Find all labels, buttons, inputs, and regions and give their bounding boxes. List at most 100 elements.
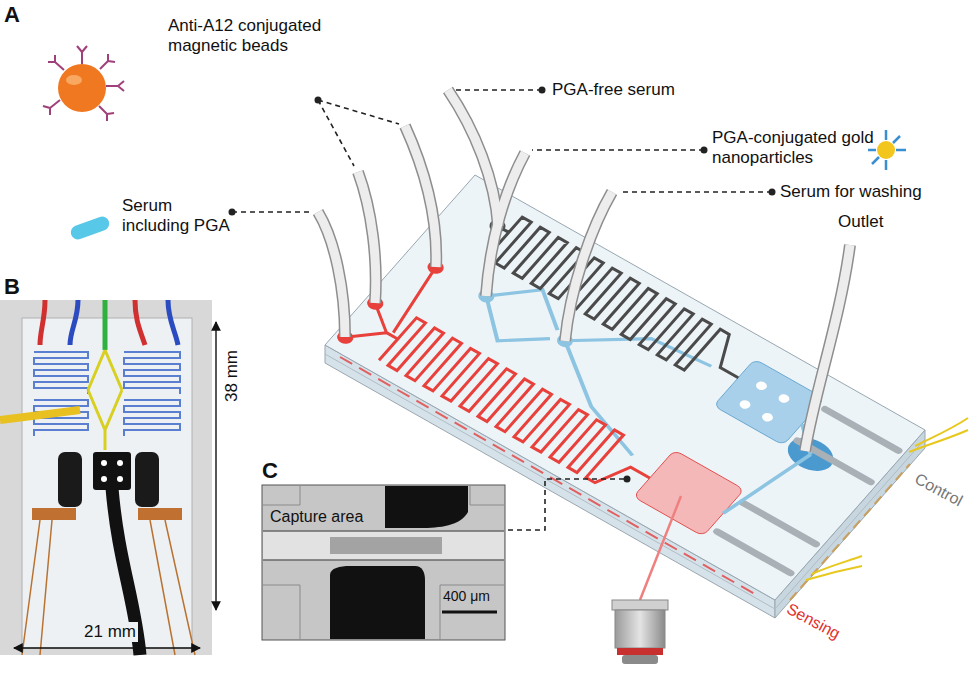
leader-dots [539, 87, 546, 94]
chip-photo [168, 300, 178, 345]
chip-photo [40, 300, 178, 350]
tubing [805, 245, 850, 451]
region-label: Capture area [268, 508, 365, 527]
tubing [405, 126, 436, 267]
callout-label: Outlet [838, 212, 883, 232]
magnetic-bead-icon [48, 55, 64, 70]
chip-photo [58, 452, 82, 507]
leader-dots [701, 147, 708, 154]
magnetic-bead-icon [106, 81, 124, 91]
pga-molecule-icon [69, 215, 111, 242]
callout-label: PGA-free serum [552, 80, 675, 100]
leader-dots [315, 97, 322, 104]
leader-lines [508, 479, 624, 530]
magnetic-bead-icon [43, 46, 124, 121]
layer-label: Sensing [783, 600, 843, 644]
micrograph [385, 486, 468, 528]
wires [915, 418, 968, 446]
chip-top-layout [760, 411, 775, 423]
tubing [358, 172, 376, 303]
chip-top-layout [743, 503, 816, 544]
chip-top-layout [343, 257, 702, 502]
dimension-label: 38 mm [222, 350, 242, 402]
leader-lines [232, 211, 310, 213]
leader-lines [232, 90, 772, 530]
panel-letter: B [4, 274, 20, 300]
tubing [565, 192, 612, 341]
objective-lens [612, 496, 681, 664]
leader-dots [229, 209, 236, 216]
chip-photo [101, 476, 107, 482]
micrograph [330, 566, 425, 639]
chip-top-layout [738, 399, 753, 411]
chip-photo [138, 508, 182, 520]
gold-nanoparticle-icon [868, 130, 906, 170]
micrograph [263, 531, 504, 560]
leader-lines [454, 89, 542, 91]
chip-photo [135, 452, 159, 507]
dimension-arrows [14, 647, 200, 648]
chip-photo [93, 452, 131, 490]
gold-nanoparticle-icon [868, 130, 906, 170]
chip-top-layout [717, 532, 790, 573]
chip-top-layout [777, 393, 792, 405]
objective-lens [615, 610, 665, 648]
micrograph [263, 486, 504, 639]
magnetic-bead-icon [43, 46, 124, 121]
magnetic-bead-icon [77, 46, 87, 64]
chip-body [325, 175, 925, 618]
chip-photo [124, 352, 180, 394]
tubing [805, 245, 850, 451]
tubing [486, 153, 525, 296]
magnetic-bead-icon [66, 75, 82, 85]
callout-label: Serum for washing [780, 182, 922, 202]
wires [806, 566, 862, 580]
dimension-arrows [14, 322, 216, 648]
chip-top-layout [825, 409, 898, 450]
wires [909, 430, 968, 452]
chip-photo [70, 300, 78, 345]
micrograph [442, 611, 497, 614]
chip-photo [103, 300, 108, 350]
tubing [565, 192, 612, 341]
chip-photo [101, 460, 107, 466]
gold-nanoparticle-icon [877, 141, 895, 159]
chip-photo [0, 300, 212, 655]
chip-photo [0, 410, 80, 420]
objective-lens [622, 655, 658, 664]
chip-photo [32, 508, 76, 520]
chip-top-layout [475, 211, 761, 393]
dimension-label: 21 mm [82, 622, 138, 642]
objective-lens [617, 648, 663, 655]
chip-photo [117, 460, 123, 466]
micrograph [330, 537, 442, 554]
leader-lines [318, 100, 399, 124]
chip-photo [135, 300, 145, 345]
panel-letter: A [4, 2, 20, 28]
leader-dots [624, 476, 631, 483]
chip-photo [40, 300, 45, 345]
scale-bar-label: 400 μm [441, 588, 492, 605]
callout-label: Serum including PGA [122, 196, 240, 236]
tubing [318, 212, 345, 337]
leader-lines [620, 191, 772, 193]
objective-lens [640, 496, 681, 600]
tubing [358, 172, 376, 303]
micrograph [262, 485, 505, 640]
leader-dots [229, 87, 776, 483]
magnetic-bead-icon [99, 106, 114, 121]
magnetic-bead-icon [100, 54, 115, 69]
magnetic-bead-icon [43, 100, 60, 115]
leader-dots [769, 189, 776, 196]
chip-photo [22, 520, 195, 655]
gold-nanoparticle-icon [868, 130, 906, 170]
wires [806, 418, 968, 580]
callout-label: PGA-conjugated gold nanoparticles [712, 128, 876, 168]
chip-photo [22, 318, 192, 648]
tubing [448, 90, 498, 226]
tubing [448, 90, 498, 226]
chip-photo [124, 400, 180, 436]
tubing [318, 212, 345, 337]
micrograph [263, 531, 504, 560]
chip-photo [117, 476, 123, 482]
